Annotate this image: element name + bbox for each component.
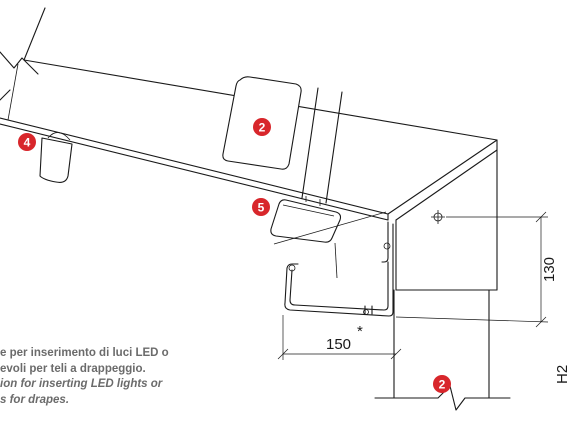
led-fixture (270, 196, 387, 279)
dimension-150-label: 150 (326, 336, 351, 353)
cylinder-light (39, 132, 73, 183)
dimension-130-label: 130 (541, 257, 558, 282)
dimension-h2-label: H2 (554, 365, 570, 384)
marker-5-fixture: 5 (252, 198, 270, 216)
axis-marker (431, 210, 548, 224)
corner-box (387, 139, 498, 291)
marker-4-label: 4 (24, 136, 31, 150)
note-en-line-2: s for drapes. (0, 393, 70, 406)
note-en-line-1: ion for inserting LED lights or (0, 378, 163, 390)
marker-2-post-label: 2 (439, 378, 446, 392)
marker-5-label: 5 (258, 201, 265, 215)
gutter-profile (284, 221, 394, 317)
marker-2-beam-label: 2 (259, 121, 266, 135)
dimension-lines (277, 211, 549, 360)
marker-4-light: 4 (18, 133, 36, 151)
caption-note: e per inserimento di luci LED o evoli pe… (0, 346, 260, 408)
note-it-line-1: e per inserimento di luci LED o (0, 347, 169, 359)
sloped-beam (0, 7, 498, 221)
post (374, 289, 511, 411)
marker-2-beam: 2 (253, 118, 271, 136)
marker-2-post: 2 (433, 375, 451, 393)
asterisk-mark: * (357, 323, 363, 340)
note-it-line-2: evoli per teli a drappeggio. (0, 362, 146, 375)
